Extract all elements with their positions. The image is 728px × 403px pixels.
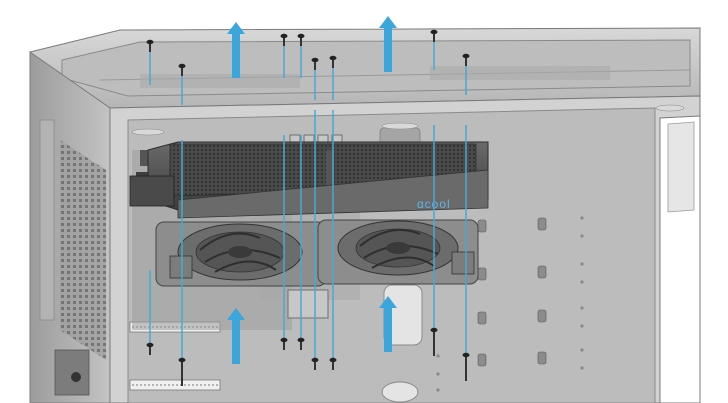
screw-guide-lines [149,38,467,360]
bottom-screw-6 [430,327,438,356]
up-arrow-top-left [227,22,245,78]
screws [146,29,470,386]
top-screw-1 [146,39,154,52]
top-screw-4 [297,33,305,46]
case-top-panel [29,27,701,109]
top-screw-7 [430,29,438,42]
top-screw-3 [280,33,288,46]
top-screw-6 [329,55,337,68]
up-arrow-top-right [379,16,397,72]
bottom-screw-1 [178,357,186,386]
bottom-screw-5 [329,357,337,370]
top-screw-2 [178,63,186,76]
fan-right [317,219,479,285]
top-screw-8 [462,53,470,66]
bottom-screw-7 [462,352,470,381]
bottom-screw-8 [146,342,154,355]
up-arrow-bottom-right [379,296,397,352]
up-arrow-bottom-left [227,308,245,364]
top-screw-5 [311,57,319,70]
direction-arrows [227,16,397,364]
bottom-screw-3 [297,337,305,350]
case-left-side [29,51,111,403]
bottom-screw-4 [311,357,319,370]
bottom-screw-2 [280,337,288,350]
